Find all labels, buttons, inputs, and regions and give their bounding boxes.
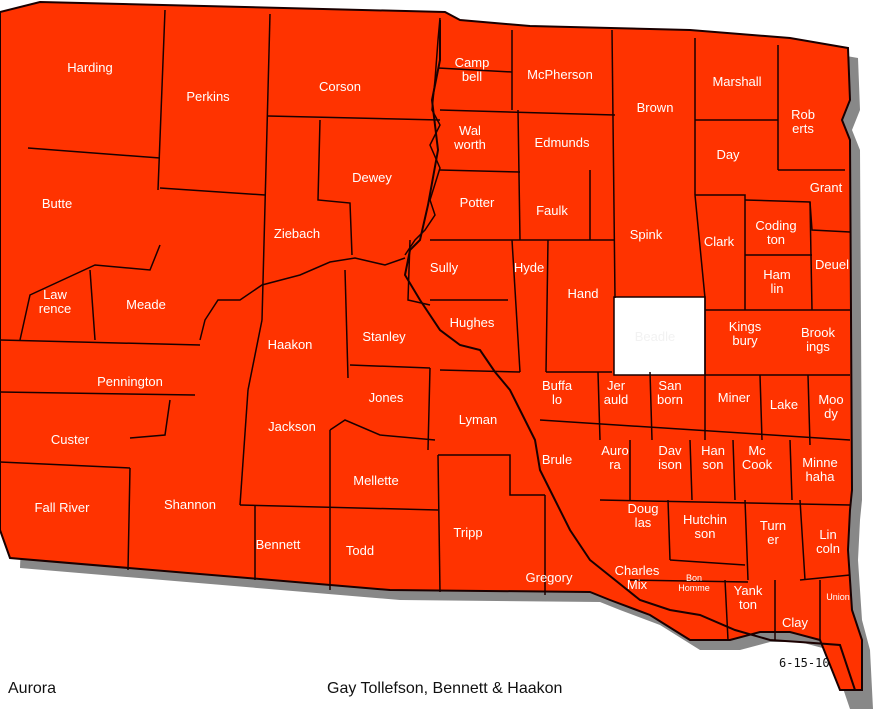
date-stamp: 6-15-10 (779, 656, 830, 670)
caption-right: Gay Tollefson, Bennett & Haakon (327, 680, 563, 697)
state-outline (0, 0, 863, 691)
county-beadle-region[interactable] (613, 296, 706, 376)
caption-left: Aurora (8, 680, 57, 697)
missouri-river (403, 20, 856, 691)
county-boundaries (0, 9, 851, 641)
